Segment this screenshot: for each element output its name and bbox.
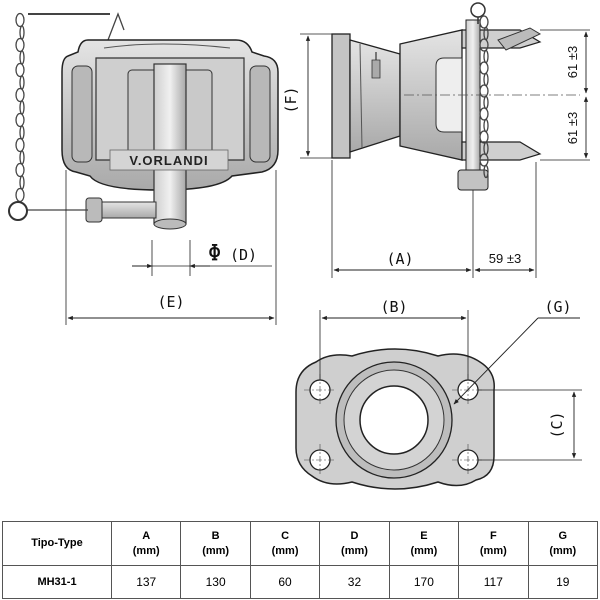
chain-link [15,37,25,53]
chain-link [479,84,489,98]
chain-link [15,137,25,153]
side-view: (F) 61 ±3 61 ±3 (A) 59 ±3 [282,2,590,278]
header-f: F(mm) [458,521,529,566]
chain-link [19,125,25,140]
header-type: Tipo-Type [2,521,112,566]
flange-view: (B) (C) (G) [295,298,582,490]
chain-link [15,12,25,28]
cell-g: 19 [527,565,599,599]
chain-link [15,112,25,128]
front-view: V.ORLANDI (E) Φ (D) [8,12,279,325]
dimension-label-a: (A) [386,250,413,268]
technical-drawing: V.ORLANDI (E) Φ (D) [8,2,590,490]
chain-link [19,150,25,165]
cell-d: 32 [319,565,390,599]
chain-link [483,95,489,110]
chain-link [479,107,489,121]
dimension-label-d: (D) [230,246,257,264]
chain-link [483,72,489,87]
diameter-symbol: Φ [208,241,221,266]
header-a: A(mm) [110,521,182,566]
chain-link [19,75,25,90]
dimension-label-g: (G) [544,298,571,316]
header-d: D(mm) [319,521,390,566]
dimension-61-bottom: 61 ±3 [565,112,580,144]
chain-link [15,187,25,203]
chain-link [19,50,25,65]
chain-link [15,87,25,103]
chain-link [483,49,489,64]
chain-link [479,15,489,29]
chain-link [483,164,489,179]
header-g: G(mm) [527,521,599,566]
specification-table: Tipo-Type A(mm) B(mm) C(mm) D(mm) E(mm) … [2,521,599,599]
chain-link [483,118,489,133]
table-header-row: Tipo-Type A(mm) B(mm) C(mm) D(mm) E(mm) … [2,521,599,566]
dimension-59: 59 ±3 [489,251,521,266]
cell-e: 170 [388,565,460,599]
chain-link [479,130,489,144]
dimension-label-b: (B) [380,298,407,316]
dimension-label-e: (E) [157,293,184,311]
cell-b: 130 [180,565,251,599]
table-row: MH31-1 137 130 60 32 170 117 19 [2,565,599,599]
chain-link [15,162,25,178]
chain-link [15,62,25,78]
chain-link [19,25,25,40]
cell-a: 137 [110,565,182,599]
chain-link [19,100,25,115]
header-e: E(mm) [388,521,460,566]
cell-c: 60 [249,565,321,599]
cell-type: MH31-1 [2,565,112,599]
brand-logo: V.ORLANDI [129,153,208,168]
dimension-label-f: (F) [282,86,300,113]
chain-link [479,61,489,75]
chain-link [479,38,489,52]
header-c: C(mm) [249,521,321,566]
dimension-61-top: 61 ±3 [565,46,580,78]
header-b: B(mm) [180,521,251,566]
chain-link [19,175,25,190]
dimension-label-c: (C) [548,411,566,438]
cell-f: 117 [458,565,529,599]
chain-link [479,153,489,167]
